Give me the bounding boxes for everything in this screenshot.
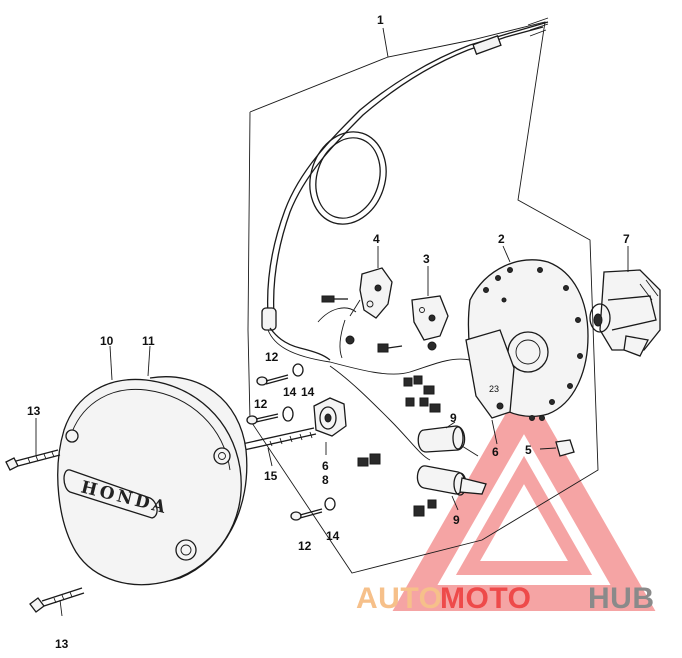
lubricating-felt bbox=[555, 439, 575, 457]
breaker-plate: 23 bbox=[465, 259, 589, 421]
leader-10 bbox=[109, 345, 113, 381]
callout-14b: 14 bbox=[301, 385, 315, 399]
callout-6a: 6 bbox=[322, 459, 329, 473]
spark-advancer bbox=[589, 269, 661, 357]
callout-12a: 12 bbox=[265, 350, 279, 364]
callout-12c: 12 bbox=[298, 539, 312, 553]
watermark-part2: MOTO bbox=[440, 582, 531, 615]
callout-3: 3 bbox=[423, 252, 430, 266]
screw-washer-set-bottom bbox=[290, 497, 336, 521]
hex-nut bbox=[313, 397, 347, 437]
watermark-text: AUTO MOTO HUB bbox=[356, 582, 655, 615]
callout-13b: 13 bbox=[55, 637, 69, 651]
leader-1 bbox=[382, 27, 389, 58]
assembly-boundary-line bbox=[247, 21, 599, 574]
screw-washer-set-top bbox=[256, 363, 304, 386]
leader-11 bbox=[147, 345, 151, 377]
callout-8: 8 bbox=[322, 473, 329, 487]
wire-harness bbox=[261, 17, 549, 363]
callout-4: 4 bbox=[373, 232, 380, 246]
callout-6b: 6 bbox=[492, 445, 499, 459]
callout-9a: 9 bbox=[450, 411, 457, 425]
condenser-upper bbox=[417, 425, 479, 457]
contact-breaker-4 bbox=[349, 267, 393, 319]
callout-13a: 13 bbox=[27, 404, 41, 418]
leader-9b bbox=[451, 495, 459, 511]
point-screws bbox=[321, 295, 441, 517]
leader-6b bbox=[491, 419, 498, 445]
points-cover: HONDA bbox=[57, 376, 248, 586]
callout-2: 2 bbox=[498, 232, 505, 246]
callout-11: 11 bbox=[142, 334, 155, 348]
leader-15 bbox=[267, 447, 273, 467]
watermark-triangle-logo bbox=[392, 381, 656, 611]
contact-breaker-3 bbox=[411, 295, 449, 341]
callout-7: 7 bbox=[623, 232, 630, 246]
long-bolt bbox=[241, 427, 317, 451]
callout-10: 10 bbox=[100, 334, 114, 348]
callout-15: 15 bbox=[264, 469, 278, 483]
leader-2 bbox=[502, 245, 511, 263]
callout-14a: 14 bbox=[283, 385, 297, 399]
cover-screw-upper bbox=[5, 449, 61, 471]
screw-washer-set-mid bbox=[246, 406, 294, 425]
callout-14c: 14 bbox=[326, 529, 340, 543]
leader-5 bbox=[539, 447, 557, 450]
plate-marking: 23 bbox=[489, 384, 499, 394]
cover-screw-lower bbox=[29, 587, 85, 613]
watermark-part1: AUTO bbox=[356, 582, 442, 615]
callout-5: 5 bbox=[525, 443, 532, 457]
leader-13b bbox=[59, 599, 63, 617]
callout-1: 1 bbox=[377, 13, 384, 27]
watermark-part3: HUB bbox=[588, 582, 655, 615]
callout-9b: 9 bbox=[453, 513, 460, 527]
condenser-lower bbox=[416, 465, 487, 496]
callout-12b: 12 bbox=[254, 397, 268, 411]
leader-9a bbox=[445, 421, 456, 429]
